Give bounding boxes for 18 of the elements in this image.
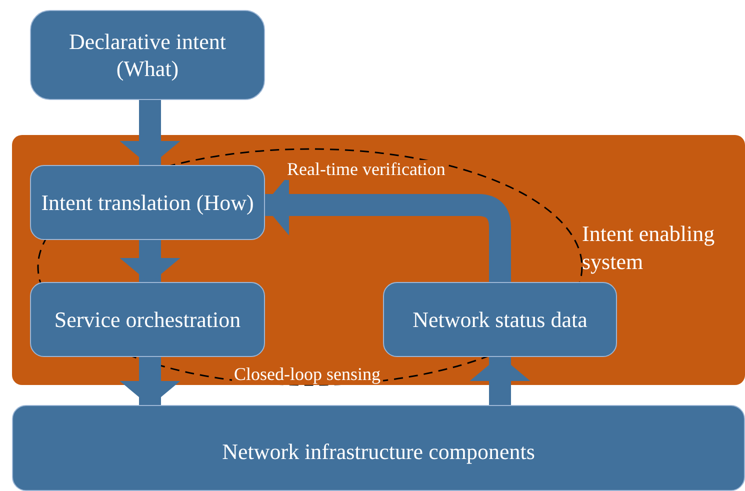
infrastructure-bar	[12, 405, 745, 491]
block-arrow	[120, 357, 180, 406]
process-box	[383, 282, 617, 357]
loop-label: Real-time verification	[285, 160, 448, 180]
box-label: Declarative intent (What)	[68, 28, 227, 82]
box-label: Network infrastructure components	[222, 438, 535, 466]
box-label: Network status data	[412, 306, 588, 334]
panel-title: Intent enabling system	[582, 220, 716, 275]
process-box	[30, 282, 265, 357]
box-label: Service orchestration	[54, 306, 241, 334]
system-panel	[12, 135, 745, 385]
process-box	[30, 165, 265, 240]
intent-box	[30, 10, 265, 100]
block-arrow	[120, 100, 180, 166]
box-label: Intent translation (How)	[41, 188, 254, 216]
block-arrow	[120, 240, 180, 284]
block-arrow	[470, 356, 530, 405]
loop-label: Closed-loop sensing	[232, 365, 382, 385]
